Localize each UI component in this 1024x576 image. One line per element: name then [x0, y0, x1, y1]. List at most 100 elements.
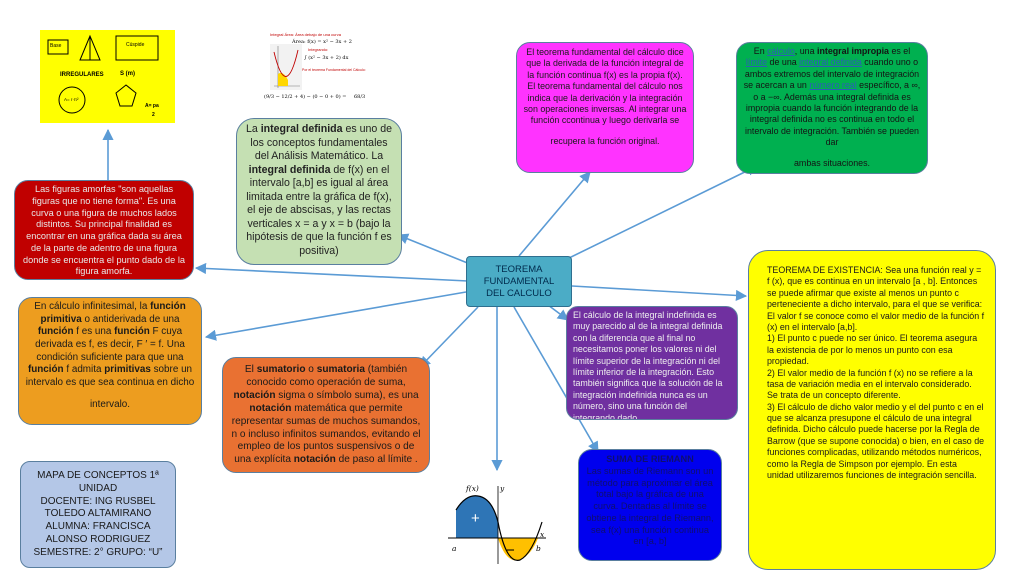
integral-definida-part1: La: [245, 123, 261, 135]
sumatorio-bold1: sumatorio: [256, 364, 306, 375]
mapa-line-2: DOCENTE: ING RUSBEL TOLEDO ALTAMIRANO: [40, 495, 156, 520]
sumatorio-part1: El: [244, 364, 257, 375]
irregulares-label-base: Base: [50, 43, 62, 49]
mapa-line-3: ALUMNA: FRANCISCA ALONSO RODRIGUEZ: [45, 521, 151, 545]
impropia-link-calculo[interactable]: cálculo: [767, 46, 795, 56]
sumatorio-part2: o: [305, 364, 317, 375]
impropia-link-limite[interactable]: límite: [745, 57, 768, 68]
integral-definida-bold2: integral definida: [248, 163, 331, 176]
primitiva-part2: o antiderivada de una: [81, 313, 180, 325]
impropia-ending: ambas situaciones.: [794, 157, 870, 168]
primitiva-bold2: función: [37, 326, 74, 338]
impropia-text: En cálculo, una integral impropia es el …: [743, 46, 921, 149]
sumatorio-part3: (también conocido como operación de suma…: [246, 364, 408, 388]
arrow-to-teorema-derivada: [518, 171, 591, 257]
sumatorio-part5: matemática que permite representar sumas…: [231, 402, 421, 466]
integral-image: Integral Área: Área debajo de una curva …: [262, 30, 374, 114]
impropia-part1: En: [753, 46, 768, 56]
irregulares-image: Base Cúspide IRREGULARES S (m) A= r·π² A…: [40, 30, 175, 123]
sumatorio-bold2: sumatoria: [316, 364, 365, 375]
integral-definida-part3: de f(x) en el intervalo [a,b] es igual a…: [246, 163, 392, 257]
impropia-part3: es el: [888, 46, 911, 56]
integral-result-right: 68/3: [354, 94, 366, 100]
sumatorio-node[interactable]: El sumatorio o sumatoria (también conoci…: [222, 357, 430, 473]
arrow-to-primitiva: [204, 291, 467, 341]
riemann-label-plus: +: [471, 510, 480, 527]
arrow-to-impropia: [566, 165, 759, 260]
integral-step3: Por el teorema Fundamental del Cálculo:: [302, 68, 366, 72]
primitiva-part5: f admita: [63, 364, 105, 376]
mapa-info-node[interactable]: MAPA DE CONCEPTOS 1ª UNIDAD DOCENTE: ING…: [20, 461, 176, 568]
teorema-derivada-line-3: recupera la función original.: [550, 135, 660, 146]
riemann-label-x: x: [540, 530, 545, 539]
primitiva-bold4: función: [27, 364, 64, 376]
arrow-to-integral-definida: [396, 233, 471, 265]
teorema-derivada-line-2: El teorema fundamental del cálculo nos i…: [523, 81, 687, 126]
sumatorio-part4: sigma o símbolo suma), es una: [275, 389, 419, 401]
arrow-to-indefinida: [547, 304, 569, 321]
integral-step2: ∫ (x² − 3x + 2) dx: [304, 55, 349, 61]
primitiva-ending: intervalo.: [89, 398, 131, 410]
center-node[interactable]: TEOREMA FUNDAMENTAL DEL CALCULO: [466, 256, 572, 307]
sumatorio-part6: de paso al límite .: [335, 454, 418, 466]
impropia-part4: de una: [767, 57, 800, 68]
irregulares-label-two: 2: [152, 112, 155, 118]
primitiva-text: En cálculo infinitesimal, la función pri…: [25, 301, 195, 390]
riemann-title: SUMA DE RIEMANN: [606, 454, 694, 464]
teorema-derivada-node[interactable]: El teorema fundamental del cálculo dice …: [516, 42, 694, 173]
primitiva-bold5: primitivas: [104, 364, 151, 376]
teorema-derivada-line-1: El teorema fundamental del cálculo dice …: [526, 47, 684, 80]
suma-riemann-node[interactable]: SUMA DE RIEMANN Las sumas de Riemann son…: [578, 449, 722, 561]
integral-definida-node[interactable]: La integral definida es uno de los conce…: [236, 118, 402, 265]
primitiva-part3: f es una: [73, 326, 115, 338]
indefinida-text: El cálculo de la integral indefinida es …: [573, 310, 723, 420]
figuras-text: Las figuras amorfas "son aquellas figura…: [23, 184, 185, 277]
irregulares-label-s: S (m): [120, 71, 135, 77]
irregulares-drawing: [47, 34, 159, 114]
riemann-label-a: a: [452, 544, 457, 553]
existencia-line-5: 3) El cálculo de dicho valor medio y el …: [767, 401, 985, 481]
impropia-part5: cuando uno o ambos extremos del interval…: [743, 57, 920, 91]
riemann-label-minus: −: [506, 542, 515, 559]
arrow-to-figuras: [194, 262, 469, 282]
sumatorio-bold5: notación: [293, 454, 336, 466]
integral-caption: Integral Área: Área debajo de una curva: [270, 32, 341, 37]
figuras-amorfas-node[interactable]: Las figuras amorfas "son aquellas figura…: [14, 180, 194, 280]
primitiva-part4: F cuya derivada es f, es decir, F ′ = f.…: [35, 326, 185, 363]
integral-formula: Área: f(x) = x² − 3x + 2: [292, 39, 352, 45]
mapa-line-4: SEMESTRE: 2° GRUPO: “U”: [33, 546, 163, 558]
center-line-1: TEOREMA: [495, 264, 543, 275]
integral-indefinida-node[interactable]: El cálculo de la integral indefinida es …: [566, 306, 738, 420]
sumatorio-bold3: notación: [233, 389, 276, 401]
integral-definida-part2: es uno de los conceptos fundamentales de…: [250, 123, 393, 163]
impropia-link-integral-definida[interactable]: integral definida: [799, 57, 862, 68]
riemann-graph: f(x) y + − a b x: [444, 482, 548, 566]
teorema-existencia-node[interactable]: TEOREMA DE EXISTENCIA: Sea una función r…: [748, 250, 996, 570]
existencia-line-2: El valor f se conoce como el valor medio…: [767, 310, 985, 332]
impropia-bold: integral impropia: [816, 46, 889, 56]
integral-definida-text: La integral definida es uno de los conce…: [243, 123, 395, 258]
irregulares-title: IRREGULARES: [60, 72, 104, 78]
primitiva-bold1: función primitiva: [40, 301, 186, 325]
primitiva-part1: En cálculo infinitesimal, la: [34, 301, 151, 312]
arrow-to-sumatorio: [419, 306, 479, 368]
existencia-line-4: 2) El valor medio de la función f (x) no…: [767, 367, 973, 401]
mapa-line-1: MAPA DE CONCEPTOS 1ª UNIDAD: [37, 470, 159, 494]
integral-impropia-node[interactable]: En cálculo, una integral impropia es el …: [736, 42, 928, 174]
riemann-graph-drawing: [448, 486, 546, 564]
primitiva-part6: sobre un intervalo es que sea continua e…: [25, 364, 195, 389]
impropia-part6: específico, a ∞, o a −∞. Además una inte…: [744, 80, 921, 148]
integral-definida-bold1: integral definida: [260, 123, 343, 135]
center-line-2: FUNDAMENTAL: [483, 276, 555, 288]
center-line-3: DEL CALCULO: [486, 288, 552, 300]
irregulares-label-pa: A= pa: [145, 103, 159, 109]
integral-mini-graph: [270, 44, 302, 90]
riemann-text: Las sumas de Riemann son un método para …: [586, 465, 714, 547]
impropia-part2: , una: [794, 46, 817, 56]
impropia-link-numero-real[interactable]: número real: [809, 80, 857, 91]
funcion-primitiva-node[interactable]: En cálculo infinitesimal, la función pri…: [18, 297, 202, 425]
primitiva-bold3: función: [114, 326, 150, 338]
irregulares-label-cuspide: Cúspide: [126, 42, 145, 48]
sumatorio-bold4: notación: [249, 402, 292, 414]
